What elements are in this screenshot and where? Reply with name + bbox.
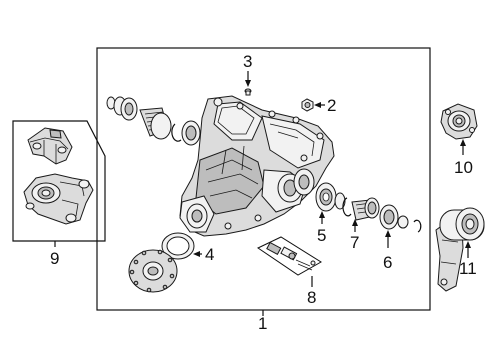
- callout-4: 4: [205, 245, 214, 264]
- upper-mount-10: [440, 103, 478, 140]
- wiring-harness-8: [256, 236, 322, 276]
- flange-plate: [128, 249, 178, 293]
- bolt-3: [244, 88, 252, 96]
- callout-4-arrow: [193, 251, 200, 257]
- callout-11: 11: [459, 259, 477, 278]
- callout-3: 3: [243, 52, 252, 71]
- callout-5: 5: [317, 226, 326, 245]
- callout-7-arrow: [352, 219, 358, 226]
- callout-5-arrow: [319, 211, 325, 218]
- callout-9: 9: [50, 249, 59, 268]
- axle-seal-6: [379, 204, 422, 233]
- left-seal-set: [106, 96, 201, 146]
- callout-8: 8: [307, 288, 316, 307]
- gasket-4: [161, 232, 195, 260]
- callout-7: 7: [350, 233, 359, 252]
- callout-6: 6: [383, 253, 392, 272]
- inset-frame-9: [12, 120, 106, 242]
- callout-10: 10: [454, 158, 473, 177]
- mount-bracket-9: [23, 127, 94, 225]
- bushing-mount-11: [435, 207, 485, 292]
- callout-6-arrow: [385, 230, 391, 237]
- callout-1: 1: [258, 314, 267, 333]
- callout-2-arrow: [314, 102, 321, 108]
- differential-housing: [179, 95, 335, 237]
- vent-plug-2: [301, 98, 314, 112]
- callout-10-arrow: [460, 139, 466, 146]
- output-shaft-7: [334, 192, 380, 221]
- axle-seal-5: [315, 182, 337, 212]
- callout-2: 2: [327, 96, 336, 115]
- callout-3-arrow: [245, 80, 251, 87]
- callout-11-arrow: [465, 241, 471, 248]
